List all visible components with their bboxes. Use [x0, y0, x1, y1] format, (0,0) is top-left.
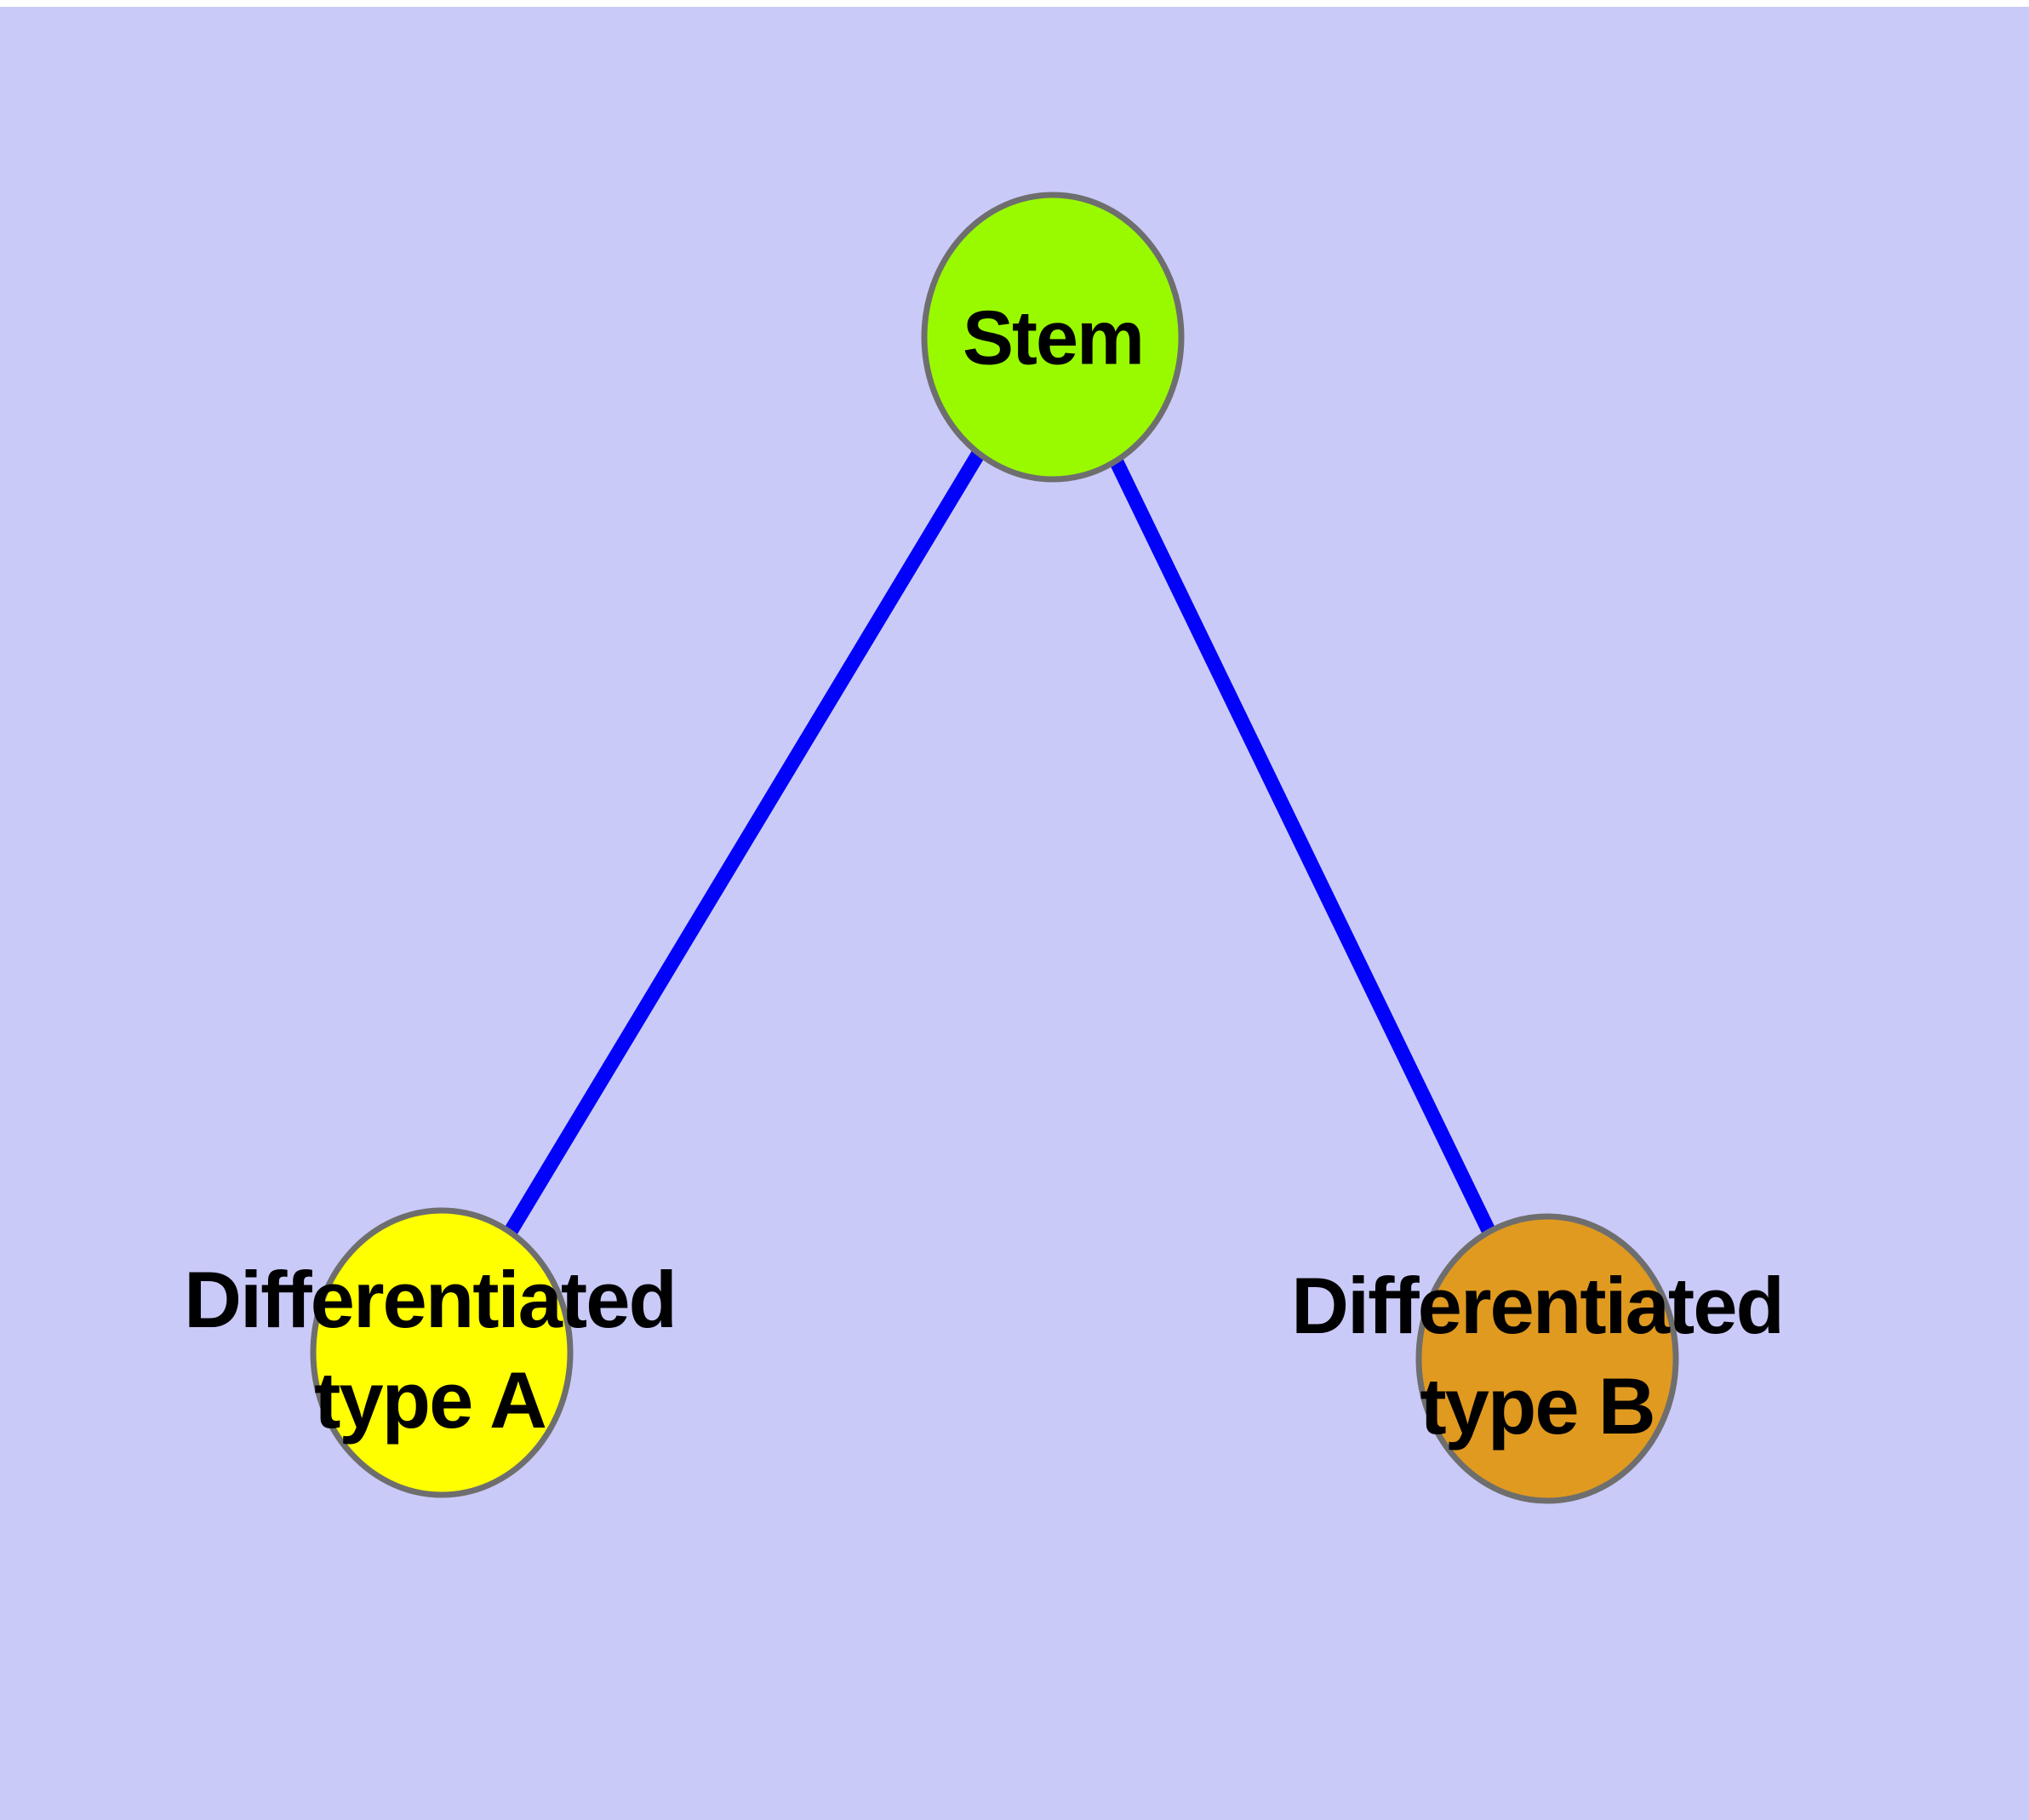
node-type-b-circle [1415, 1213, 1679, 1504]
node-type-a-label: Differentiated type A [184, 1250, 677, 1451]
node-type-a-label-line1: Differentiated [184, 1255, 677, 1344]
node-type-b-label-line1: Differentiated [1291, 1261, 1785, 1350]
node-stem-circle [921, 192, 1185, 483]
node-type-a-circle [310, 1207, 574, 1498]
node-type-b-label-line2: type B [1420, 1361, 1655, 1451]
node-stem-label: Stem [962, 295, 1145, 381]
node-type-a-label-line2: type A [314, 1355, 547, 1445]
edge-stem-to-type-a [435, 326, 1060, 1350]
edge-stem-to-type-b [1046, 327, 1554, 1355]
node-type-b-label: Differentiated type B [1291, 1256, 1785, 1457]
graph-canvas: Stem Differentiated type A Differentiate… [0, 7, 2029, 1820]
cell-lineage-graph [310, 192, 1679, 1504]
